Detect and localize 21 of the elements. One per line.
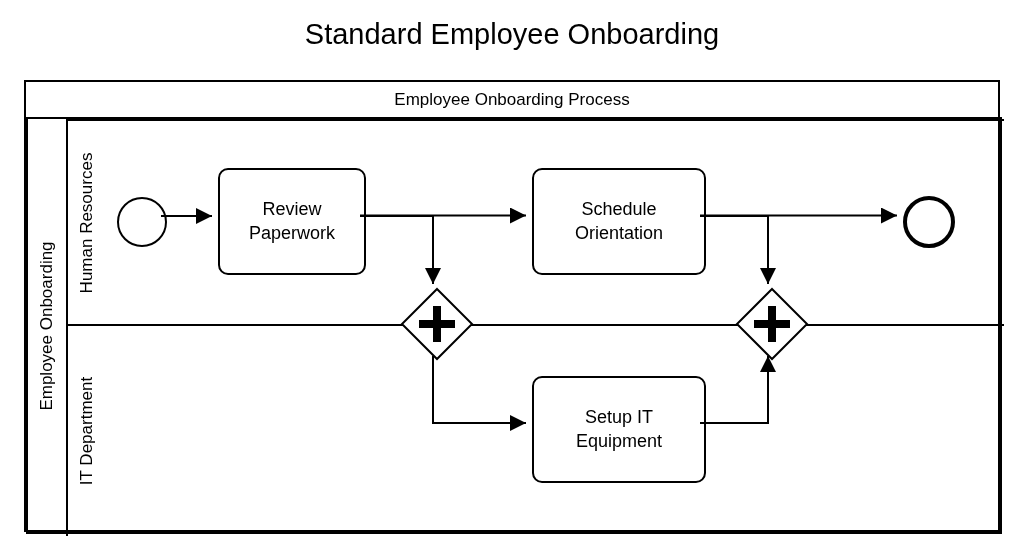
pool-title: Employee Onboarding Process [393,89,631,111]
lane-label: Human Resources [76,152,97,293]
arrow [699,355,776,424]
task-box [532,376,706,483]
task-box [218,168,366,275]
swimlane [66,119,1004,324]
task-label: Schedule Orientation [573,198,665,245]
arrow [699,215,776,285]
task-label: Review Paperwork [247,198,336,245]
arrow [359,215,441,285]
start-event-circle [117,197,167,247]
arrow [160,208,213,224]
parallel-gateway [401,288,473,360]
end-event-circle [903,196,955,248]
arrow [432,355,527,431]
diagram-title: Standard Employee Onboarding [303,18,721,51]
lane-label: IT Department [76,376,97,486]
task-label: Setup IT Equipment [574,406,664,453]
task-box [532,168,706,275]
parallel-gateway [736,288,808,360]
pool-label: Employee Onboarding [36,240,57,411]
